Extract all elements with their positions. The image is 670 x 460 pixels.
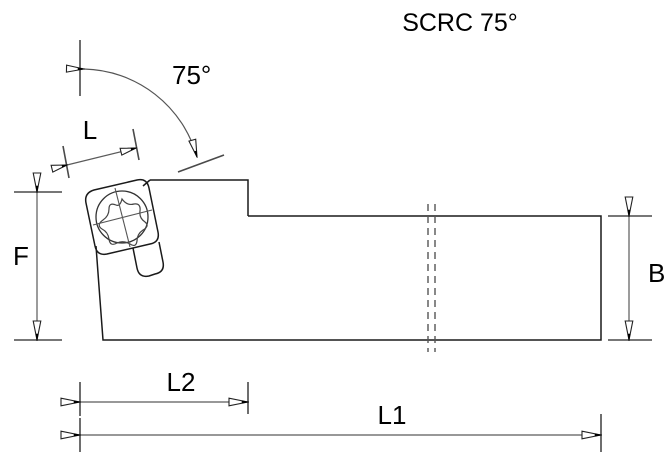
L-dimension-line bbox=[67, 147, 136, 165]
head-outline bbox=[150, 179, 249, 216]
insert-length-dimension: L bbox=[62, 115, 140, 179]
angle-dimension-75: 75° bbox=[80, 40, 225, 173]
head-length-dimension: L2 bbox=[80, 367, 248, 416]
insert-clamp-tab bbox=[132, 241, 165, 278]
shank-height-label: B bbox=[648, 258, 665, 288]
overall-length-label: L1 bbox=[378, 400, 407, 430]
tool-holder-body bbox=[95, 179, 602, 341]
clamp-screw-circle bbox=[95, 190, 149, 244]
head-height-dimension: F bbox=[13, 192, 62, 340]
drawing-title: SCRC 75° bbox=[402, 9, 518, 37]
angle-datum-inclined bbox=[177, 154, 225, 173]
L-extension-right bbox=[132, 128, 140, 161]
screw-recess-shape bbox=[98, 197, 148, 247]
shank-outline bbox=[248, 215, 602, 341]
angle-arc bbox=[84, 69, 198, 157]
angle-label: 75° bbox=[172, 60, 211, 90]
insert-outline bbox=[84, 178, 160, 256]
head-height-label: F bbox=[13, 241, 29, 271]
screw-crosshair-horizontal bbox=[92, 209, 153, 226]
overall-length-dimension: L1 bbox=[80, 400, 601, 452]
shank-height-dimension: B bbox=[608, 216, 665, 340]
insert-length-label: L bbox=[83, 115, 97, 145]
head-length-label: L2 bbox=[167, 367, 196, 397]
shank-break-lines bbox=[427, 204, 436, 352]
head-left-flank bbox=[95, 245, 248, 341]
cutting-insert bbox=[84, 178, 165, 278]
L-extension-left bbox=[62, 145, 70, 179]
